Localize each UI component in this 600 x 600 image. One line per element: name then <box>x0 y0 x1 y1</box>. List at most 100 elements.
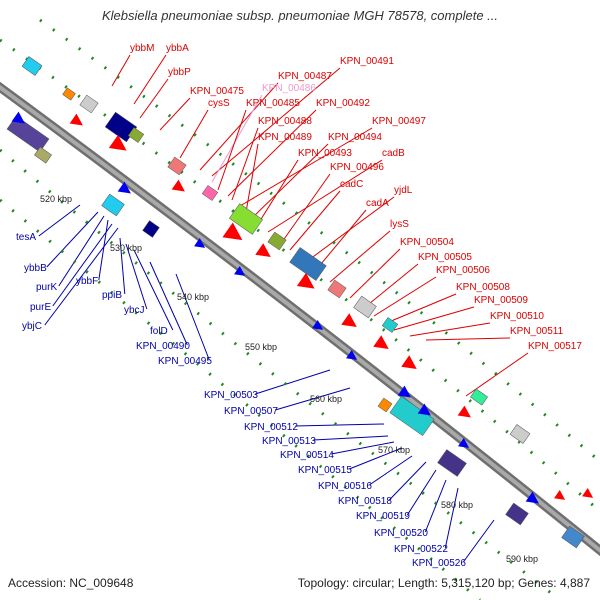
gene-feature-block[interactable] <box>289 247 327 281</box>
forward-gene-arrow[interactable] <box>341 313 360 332</box>
reverse-gene-label-kpn-00516[interactable]: KPN_00516 <box>318 481 372 492</box>
forward-gene-label-kpn-00494[interactable]: KPN_00494 <box>328 132 382 143</box>
forward-gene-arrow[interactable] <box>554 490 568 504</box>
forward-gene-label-kpn-00504[interactable]: KPN_00504 <box>400 237 454 248</box>
gene-feature-block[interactable] <box>561 525 585 549</box>
reverse-gene-arrow[interactable] <box>312 320 326 334</box>
forward-gene-label-kpn-00505[interactable]: KPN_00505 <box>418 252 472 263</box>
forward-gene-arrow[interactable] <box>296 272 319 295</box>
forward-gene-arrow[interactable] <box>171 179 189 197</box>
forward-gene-arrow[interactable] <box>582 488 596 502</box>
reverse-gene-arrow[interactable] <box>234 266 248 280</box>
forward-gene-label-kpn-00506[interactable]: KPN_00506 <box>436 265 490 276</box>
forward-gene-label-kpn-00489[interactable]: KPN_00489 <box>258 132 312 143</box>
gene-feature-block[interactable] <box>201 185 219 201</box>
gene-feature-block[interactable] <box>229 203 263 235</box>
forward-gene-label-ybbp[interactable]: ybbP <box>168 67 191 78</box>
gene-features[interactable] <box>6 56 596 549</box>
forward-gene-label-ybba[interactable]: ybbA <box>166 43 189 54</box>
forward-gene-arrow[interactable] <box>457 405 475 423</box>
reverse-gene-label-kpn-00512[interactable]: KPN_00512 <box>244 422 298 433</box>
gene-feature-block[interactable] <box>101 193 125 217</box>
reverse-gene-label-kpn-00519[interactable]: KPN_00519 <box>356 511 410 522</box>
reverse-gene-label-kpn-00518[interactable]: KPN_00518 <box>338 496 392 507</box>
reverse-gene-label-ybjc[interactable]: ybjC <box>22 321 42 332</box>
forward-gene-label-cadb[interactable]: cadB <box>382 148 405 159</box>
gene-feature-block[interactable] <box>389 395 435 437</box>
forward-gene-label-kpn-00488[interactable]: KPN_00488 <box>258 116 312 127</box>
reverse-gene-label-kpn-00526[interactable]: KPN_00526 <box>412 558 466 569</box>
forward-gene-label-kpn-00509[interactable]: KPN_00509 <box>474 295 528 306</box>
reverse-gene-label-tesa[interactable]: tesA <box>16 232 36 243</box>
forward-gene-label-lyss[interactable]: lysS <box>390 219 409 230</box>
gene-feature-block[interactable] <box>267 231 287 251</box>
forward-gene-label-kpn-00475[interactable]: KPN_00475 <box>190 86 244 97</box>
reverse-gene-label-kpn-00522[interactable]: KPN_00522 <box>394 544 448 555</box>
gene-feature-block[interactable] <box>470 388 488 406</box>
forward-gene-label-kpn-00497[interactable]: KPN_00497 <box>372 116 426 127</box>
gene-feature-block[interactable] <box>167 156 187 176</box>
reverse-gene-label-fold[interactable]: folD <box>150 326 168 337</box>
forward-gene-label-cyss[interactable]: cysS <box>208 98 230 109</box>
gene-feature-block[interactable] <box>381 317 399 333</box>
reverse-gene-label-kpn-00513[interactable]: KPN_00513 <box>262 436 316 447</box>
reverse-gene-label-ppib[interactable]: ppiB <box>102 290 122 301</box>
reverse-gene-arrow[interactable] <box>117 181 135 199</box>
forward-gene-label-kpn-00486[interactable]: KPN_00486 <box>262 83 316 94</box>
forward-gene-arrow[interactable] <box>108 134 131 157</box>
gene-feature-block[interactable] <box>127 127 145 143</box>
reverse-gene-label-kpn-00515[interactable]: KPN_00515 <box>298 465 352 476</box>
forward-gene-label-yjdl[interactable]: yjdL <box>394 185 413 196</box>
gene-feature-block[interactable] <box>505 502 529 526</box>
reverse-gene-label-ybbf[interactable]: ybbF <box>76 276 98 287</box>
reverse-gene-label-ybbb[interactable]: ybbB <box>24 263 47 274</box>
gene-feature-block[interactable] <box>62 87 76 101</box>
forward-gene-label-kpn-00492[interactable]: KPN_00492 <box>316 98 370 109</box>
forward-gene-label-kpn-00496[interactable]: KPN_00496 <box>330 162 384 173</box>
reverse-gene-arrow[interactable] <box>525 491 543 509</box>
forward-gene-label-kpn-00508[interactable]: KPN_00508 <box>456 282 510 293</box>
forward-gene-arrow[interactable] <box>222 222 247 247</box>
forward-gene-label-kpn-00487[interactable]: KPN_00487 <box>278 71 332 82</box>
forward-gene-label-kpn-00491[interactable]: KPN_00491 <box>340 56 394 67</box>
forward-gene-label-ybbm[interactable]: ybbM <box>130 43 154 54</box>
reverse-gene-arrow[interactable] <box>346 350 360 364</box>
reverse-gene-label-kpn-00490[interactable]: KPN_00490 <box>136 341 190 352</box>
reverse-gene-label-kpn-00495[interactable]: KPN_00495 <box>158 356 212 367</box>
forward-gene-label-cadc[interactable]: cadC <box>340 179 363 190</box>
reverse-gene-label-ybcj[interactable]: ybcJ <box>124 305 145 316</box>
gene-feature-block[interactable] <box>353 295 377 319</box>
reverse-gene-arrow[interactable] <box>458 438 472 452</box>
reverse-gene-label-kpn-00507[interactable]: KPN_00507 <box>224 406 278 417</box>
reverse-gene-arrow[interactable] <box>11 111 29 129</box>
reverse-gene-label-kpn-00514[interactable]: KPN_00514 <box>280 450 334 461</box>
reverse-gene-label-purk[interactable]: purK <box>36 282 57 293</box>
forward-gene-label-kpn-00493[interactable]: KPN_00493 <box>298 148 352 159</box>
reverse-gene-arrow[interactable] <box>397 385 415 403</box>
gene-feature-block[interactable] <box>142 220 160 238</box>
reverse-gene-label-kpn-00520[interactable]: KPN_00520 <box>374 528 428 539</box>
reverse-gene-label-pure[interactable]: purE <box>30 302 51 313</box>
forward-gene-arrow[interactable] <box>255 243 274 262</box>
reverse-gene-arrow[interactable] <box>194 238 208 252</box>
reverse-gene-arrow[interactable] <box>417 403 435 421</box>
gene-feature-block[interactable] <box>377 397 393 413</box>
gene-feature-block[interactable] <box>79 94 99 114</box>
gene-feature-block[interactable] <box>34 146 52 164</box>
forward-gene-label-kpn-00485[interactable]: KPN_00485 <box>246 98 300 109</box>
forward-gene-label-kpn-00517[interactable]: KPN_00517 <box>528 341 582 352</box>
gene-feature-block[interactable] <box>437 449 467 477</box>
forward-gene-label-kpn-00510[interactable]: KPN_00510 <box>490 311 544 322</box>
gene-feature-block[interactable] <box>21 56 43 76</box>
gene-feature-block[interactable] <box>327 279 347 299</box>
forward-gene-label-kpn-00511[interactable]: KPN_00511 <box>510 326 564 337</box>
forward-gene-arrow[interactable] <box>373 335 392 354</box>
gene-feature-block[interactable] <box>509 424 531 444</box>
forward-gene-arrow[interactable] <box>69 113 87 131</box>
forward-gene-arrow[interactable] <box>401 355 420 374</box>
reverse-gene-label-kpn-00503[interactable]: KPN_00503 <box>204 390 258 401</box>
forward-gene-label-cada[interactable]: cadA <box>366 198 389 209</box>
gene-feature-block[interactable] <box>6 115 50 153</box>
